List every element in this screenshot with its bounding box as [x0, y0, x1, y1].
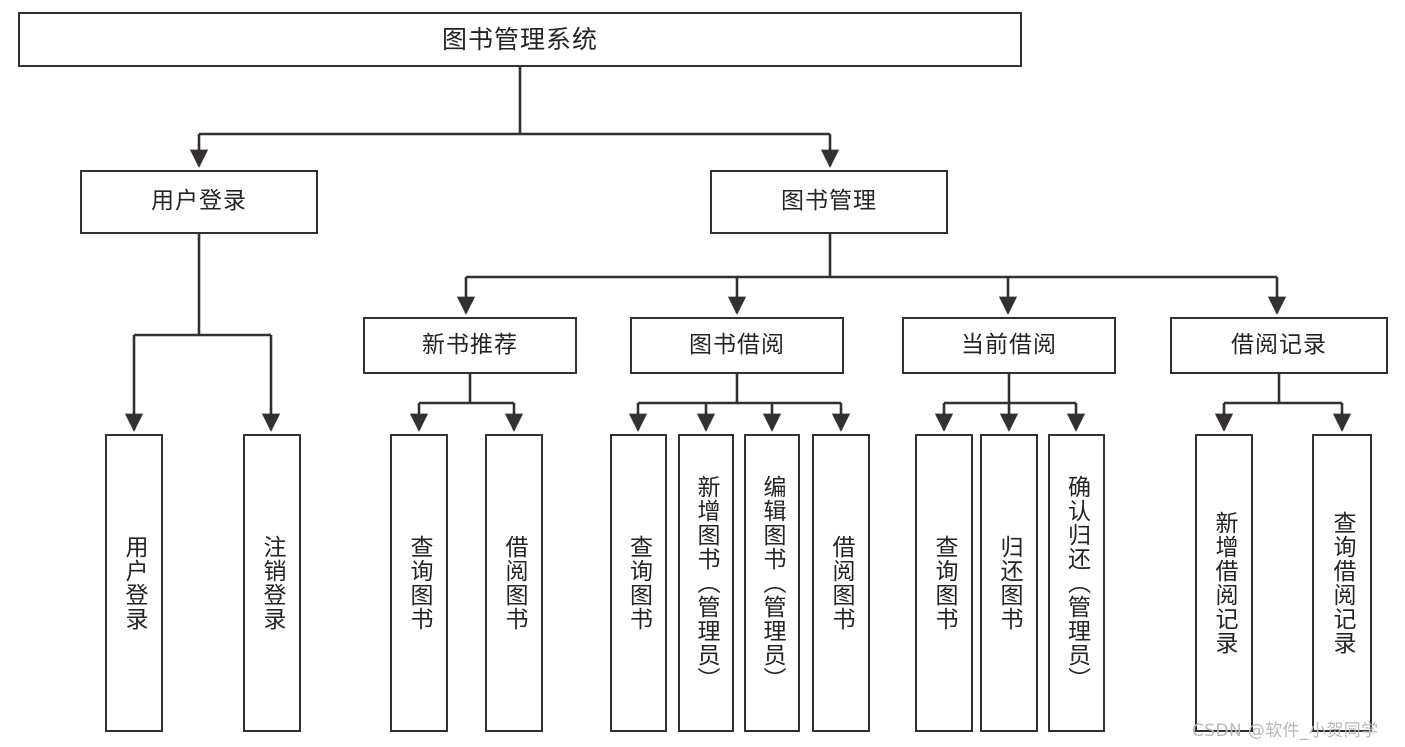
node-current-borrow[interactable]: 当前借阅 — [902, 317, 1116, 374]
node-new-book-rec[interactable]: 新书推荐 — [363, 317, 577, 374]
node-leaf-borrow-book-2[interactable]: 借阅图书 — [812, 434, 870, 732]
node-user-login-label: 用户登录 — [151, 188, 247, 215]
node-leaf-query-book-3[interactable]: 查询图书 — [915, 434, 973, 732]
node-root-label: 图书管理系统 — [441, 24, 598, 54]
node-leaf-confirm-return-label: 确认归还（管理员） — [1063, 475, 1090, 691]
node-new-book-rec-label: 新书推荐 — [422, 331, 518, 358]
node-leaf-borrow-book-2-label: 借阅图书 — [828, 535, 855, 631]
node-leaf-query-book-2[interactable]: 查询图书 — [610, 434, 667, 732]
node-current-borrow-label: 当前借阅 — [961, 331, 1057, 358]
node-root[interactable]: 图书管理系统 — [18, 12, 1022, 67]
node-borrow-record-label: 借阅记录 — [1231, 331, 1327, 358]
node-leaf-add-book-label: 新增图书（管理员） — [693, 475, 720, 691]
node-leaf-query-book-3-label: 查询图书 — [931, 535, 958, 631]
node-borrow-record[interactable]: 借阅记录 — [1170, 317, 1388, 374]
node-book-manage-label: 图书管理 — [781, 188, 877, 215]
node-leaf-edit-book[interactable]: 编辑图书（管理员） — [744, 434, 800, 732]
node-leaf-user-login[interactable]: 用户登录 — [105, 434, 163, 732]
csdn-watermark: CSDN @软件_小贺同学 — [1192, 721, 1379, 741]
node-user-login[interactable]: 用户登录 — [80, 170, 318, 234]
node-leaf-query-book-1-label: 查询图书 — [406, 535, 433, 631]
node-leaf-borrow-book-1[interactable]: 借阅图书 — [485, 434, 543, 732]
node-leaf-user-login-label: 用户登录 — [121, 535, 148, 631]
node-leaf-query-book-2-label: 查询图书 — [625, 535, 652, 631]
node-leaf-user-logout[interactable]: 注销登录 — [243, 434, 301, 732]
node-leaf-query-record-label: 查询借阅记录 — [1329, 511, 1356, 655]
node-leaf-query-book-1[interactable]: 查询图书 — [390, 434, 448, 732]
node-book-manage[interactable]: 图书管理 — [710, 170, 948, 234]
node-leaf-query-record[interactable]: 查询借阅记录 — [1312, 434, 1372, 732]
node-book-borrow[interactable]: 图书借阅 — [630, 317, 844, 374]
node-leaf-add-record-label: 新增借阅记录 — [1211, 511, 1238, 655]
node-leaf-return-book-label: 归还图书 — [996, 535, 1023, 631]
node-book-borrow-label: 图书借阅 — [689, 331, 785, 358]
node-leaf-user-logout-label: 注销登录 — [259, 535, 286, 631]
node-leaf-confirm-return[interactable]: 确认归还（管理员） — [1048, 434, 1105, 732]
node-leaf-edit-book-label: 编辑图书（管理员） — [759, 475, 786, 691]
node-leaf-add-record[interactable]: 新增借阅记录 — [1195, 434, 1253, 732]
node-leaf-add-book[interactable]: 新增图书（管理员） — [678, 434, 734, 732]
node-leaf-borrow-book-1-label: 借阅图书 — [501, 535, 528, 631]
node-leaf-return-book[interactable]: 归还图书 — [980, 434, 1038, 732]
